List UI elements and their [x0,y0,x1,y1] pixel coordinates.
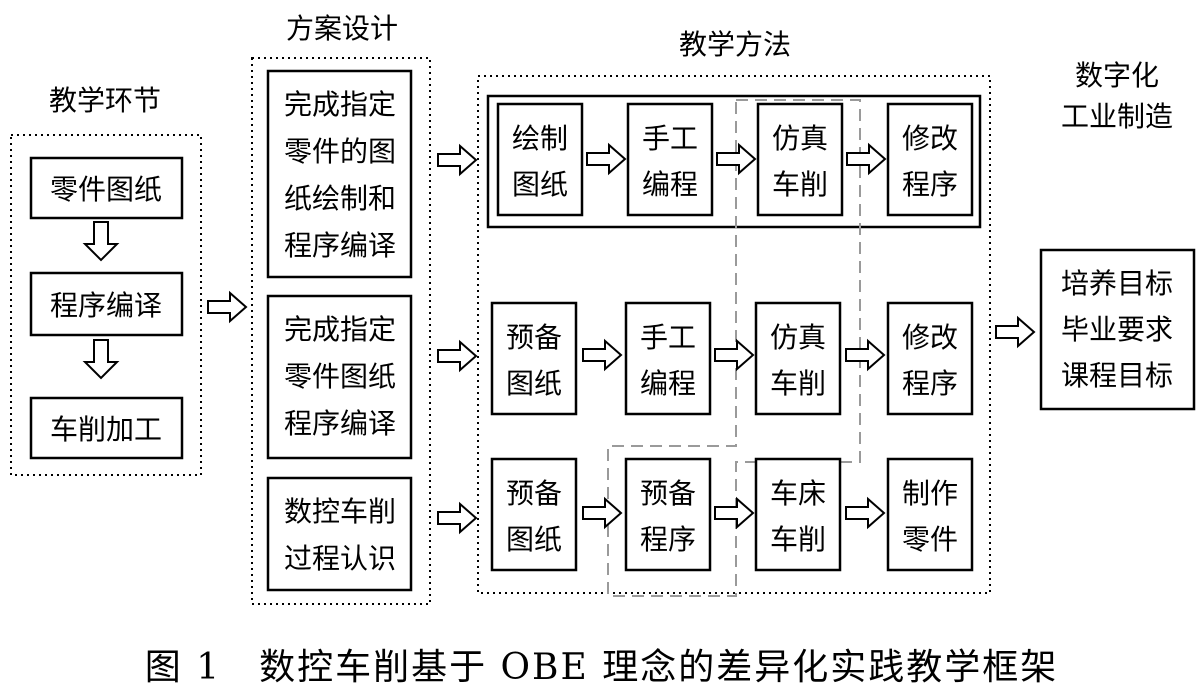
method-line: 程序 [902,367,958,400]
header-digital-line-2: 工业制造 [1061,100,1173,133]
goal-training-objective: 培养目标 [1061,267,1173,300]
goal-course-objective: 课程目标 [1061,359,1173,392]
header-digital-line-1: 数字化 [1075,59,1159,92]
method-line: 程序 [640,523,696,556]
method-line: 编程 [642,168,698,201]
method-box-draw-drawing: 绘制 图纸 [496,102,584,217]
right-arrow-icon [437,341,477,371]
header-plan-design: 方案设计 [286,12,398,45]
header-teaching-method: 教学方法 [679,28,791,61]
stage-label: 零件图纸 [50,173,162,206]
method-line: 零件 [902,523,958,556]
right-arrow-icon [995,317,1035,347]
method-line: 车床 [770,477,826,510]
method-line: 仿真 [772,122,828,155]
goals-box: 培养目标 毕业要求 课程目标 [1039,248,1196,411]
method-box-manual-programming: 手工 编程 [624,301,712,416]
teaching-method-group [477,75,991,594]
method-line: 程序 [902,168,958,201]
plan-line: 程序编译 [284,407,396,440]
method-box-make-part: 制作 零件 [886,457,974,572]
plan-line: 完成指定 [284,88,396,121]
method-box-prepared-drawing: 预备 图纸 [490,301,578,416]
right-arrow-icon [437,145,477,175]
method-line: 绘制 [512,122,568,155]
method-line: 图纸 [506,367,562,400]
plan-line: 数控车削 [284,495,396,528]
method-line: 修改 [902,321,958,354]
method-line: 手工 [640,321,696,354]
right-arrow-icon [845,498,885,528]
right-arrow-icon [437,503,477,533]
right-arrow-icon [714,340,754,370]
method-box-simulated-turning: 仿真 车削 [756,102,844,217]
method-line: 预备 [640,477,696,510]
plan-line: 零件的图 [284,135,396,168]
method-line: 图纸 [506,523,562,556]
framework-diagram: 教学环节 方案设计 教学方法 数字化 工业制造 零件图纸 程序编译 车削加工 完… [10,12,1196,605]
plan-line: 纸绘制和 [284,182,396,215]
right-arrow-icon [846,144,886,174]
plan-line: 完成指定 [284,313,396,346]
method-line: 车削 [770,367,826,400]
method-line: 编程 [640,367,696,400]
method-box-prepared-program: 预备 程序 [624,457,712,572]
right-arrow-icon [582,340,622,370]
method-box-modify-program: 修改 程序 [886,102,974,217]
plan-line: 零件图纸 [284,360,396,393]
goal-graduation-requirement: 毕业要求 [1061,313,1173,346]
right-arrow-icon [586,144,626,174]
method-box-manual-programming: 手工 编程 [626,102,714,217]
method-line: 制作 [902,477,958,510]
down-arrow-icon [84,221,118,261]
method-line: 车削 [770,523,826,556]
right-arrow-icon [845,340,885,370]
right-arrow-icon [714,498,754,528]
plan-design-group [251,57,431,605]
figure-caption: 图 1 数控车削基于 OBE 理念的差异化实践教学框架 [144,647,1059,688]
stage-box-program-compile: 程序编译 [29,271,184,337]
method-line: 仿真 [770,321,826,354]
method-line: 车削 [772,168,828,201]
stage-label: 车削加工 [50,413,162,446]
method-box-simulated-turning: 仿真 车削 [754,301,842,416]
right-arrow-icon [207,292,247,322]
dashed-flow-path [607,99,861,597]
plan-box-3: 数控车削 过程认识 [266,476,413,592]
stage-box-turning: 车削加工 [29,396,184,460]
method-line: 手工 [642,122,698,155]
stage-label: 程序编译 [50,289,162,322]
header-teaching-stage: 教学环节 [49,84,161,117]
method-row-1-frame [486,94,982,229]
method-box-lathe-turning: 车床 车削 [754,457,842,572]
plan-line: 过程认识 [284,542,396,575]
method-box-modify-program: 修改 程序 [886,301,974,416]
method-line: 预备 [506,321,562,354]
method-line: 预备 [506,477,562,510]
plan-box-1: 完成指定 零件的图 纸绘制和 程序编译 [266,69,413,279]
plan-line: 程序编译 [284,229,396,262]
method-line: 修改 [902,122,958,155]
stage-box-parts-drawing: 零件图纸 [29,156,184,220]
teaching-stage-group [10,134,202,476]
right-arrow-icon [582,498,622,528]
down-arrow-icon [84,339,118,379]
plan-box-2: 完成指定 零件图纸 程序编译 [266,294,413,460]
method-box-prepared-drawing: 预备 图纸 [490,457,578,572]
method-line: 图纸 [512,168,568,201]
